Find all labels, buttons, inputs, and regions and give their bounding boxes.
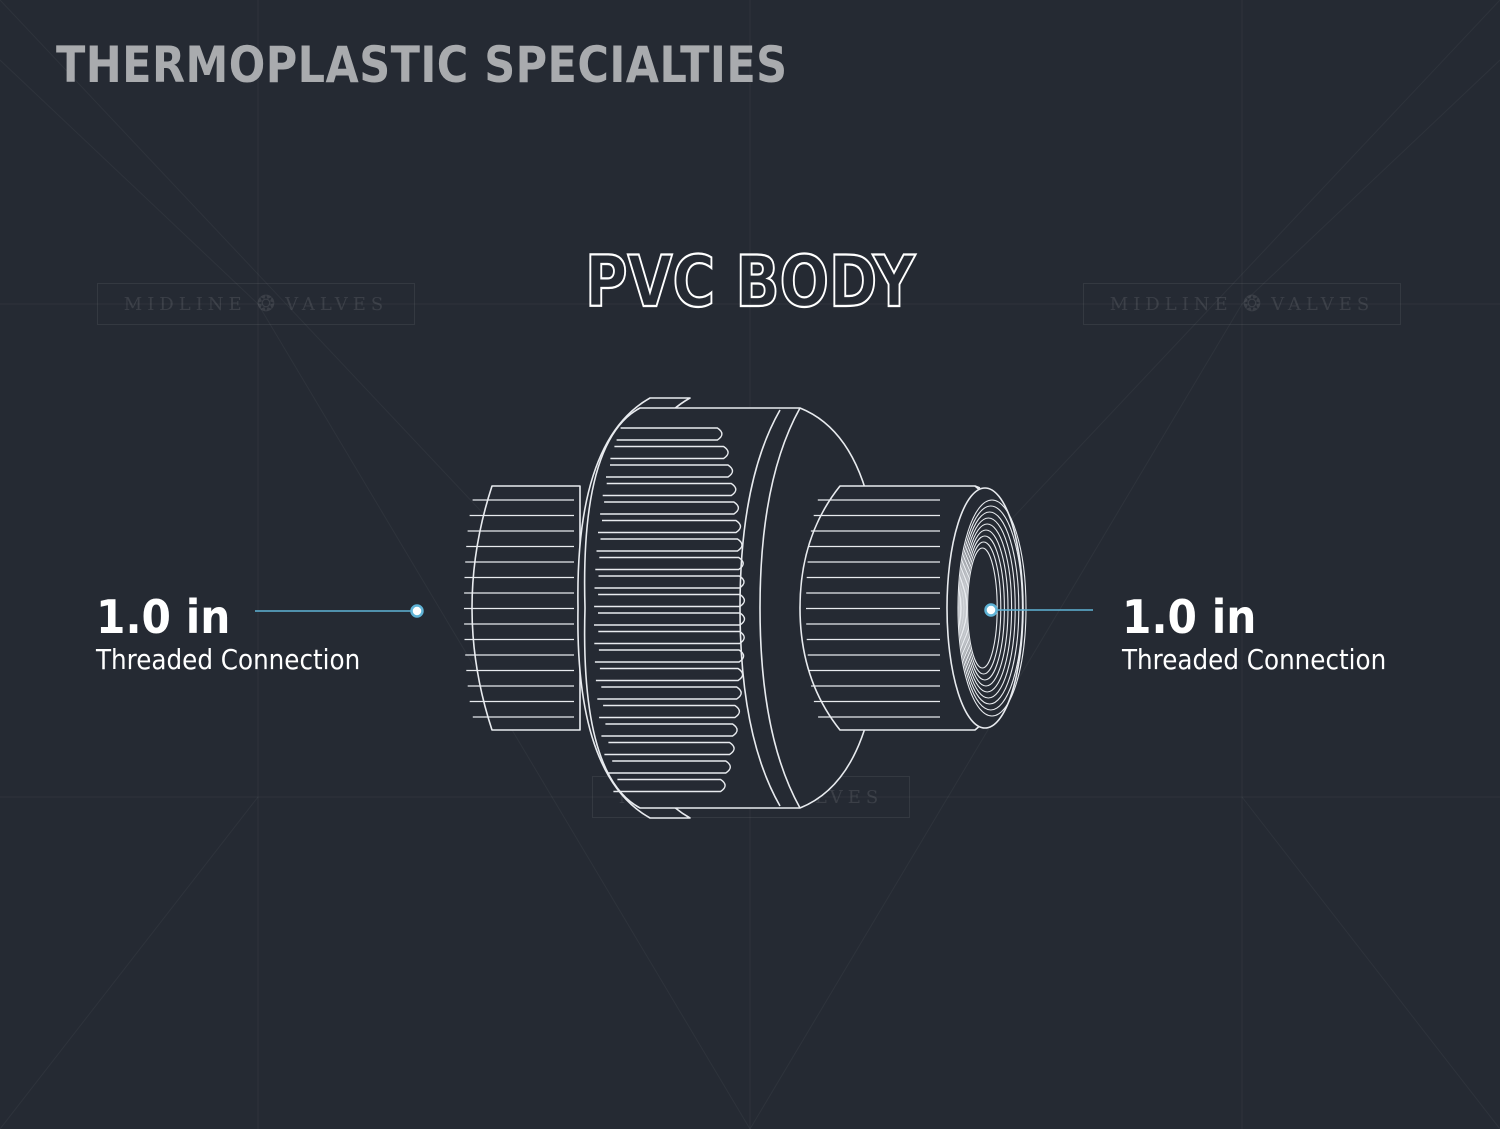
nut-grip-slot [613,778,726,793]
nut-grip-slot [594,649,745,663]
watermark-text: MIDLINE [1109,293,1233,315]
thread-ring [959,511,1020,705]
nut-grip-slot [594,575,745,589]
nut-grip-slot [599,704,741,719]
connection-size: 1.0 in [96,590,231,644]
nut-grip-slot [597,686,742,700]
wheel-icon: ❂ [256,291,276,317]
nut-grip-slot [601,723,738,737]
nut-grip-slot [600,501,740,515]
product-label: PVC BODY [0,240,1500,326]
connection-size: 1.0 in [1122,590,1257,644]
nut-grip-slot [610,445,729,460]
nut-grip-slot [608,760,731,774]
thread-ring [961,517,1016,699]
watermark-text: VALVES [285,293,389,315]
opening-edge [974,485,981,489]
watermark-left: MIDLINE ❂ VALVES [97,283,415,325]
product-label-text: PVC BODY [585,241,916,320]
callout-left: 1.0 in Threaded Connection [96,592,396,678]
page-title: THERMOPLASTIC SPECIALTIES [56,36,788,94]
callout-right: 1.0 in Threaded Connection [1122,592,1422,678]
connection-type: Threaded Connection [1122,643,1387,676]
nut-grip-slot [598,519,742,534]
nut-grip-slot [594,612,746,626]
nut-grip-slot [594,630,745,645]
union-nut-edge [739,409,781,807]
thread-ring [963,529,1009,687]
nut-grip-slot [602,482,737,497]
watermark-right: MIDLINE ❂ VALVES [1083,283,1401,325]
thread-ring [964,535,1005,681]
callout-dot-right [984,603,998,617]
nut-grip-slot [594,593,746,608]
nut-grip-slot [596,538,743,552]
watermark-text: MIDLINE [123,293,247,315]
thread-ring [957,499,1027,717]
nut-grip-slot [595,667,744,682]
thread-ring [965,541,1002,675]
watermark-text: VALVES [1271,293,1375,315]
thread-ring [962,523,1013,693]
nut-grip-slot [606,464,734,478]
nut-grip-slot [604,741,735,756]
connection-type: Threaded Connection [96,643,361,676]
nut-grip-slot [595,556,744,571]
nut-grip-slot [616,427,723,441]
callout-dot-left [410,604,424,618]
thread-ring [958,505,1023,711]
union-nut-edge [759,407,801,809]
wheel-icon: ❂ [1242,291,1262,317]
